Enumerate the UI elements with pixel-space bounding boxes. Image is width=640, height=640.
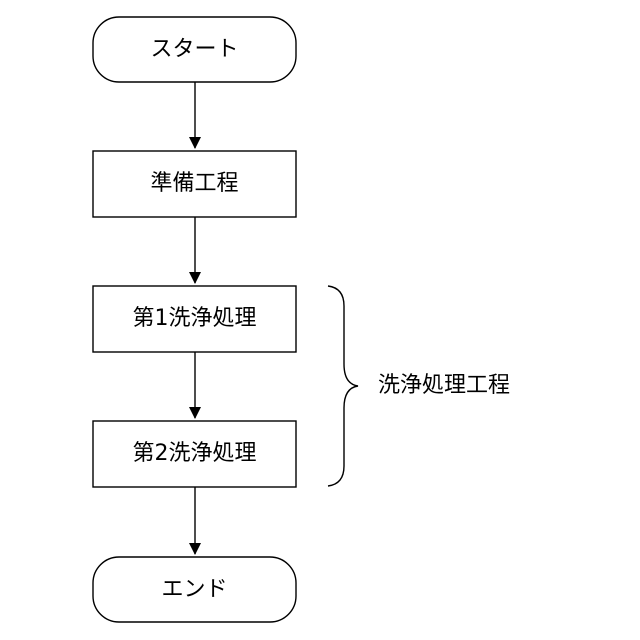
wash2-node-label: 第2洗浄処理 xyxy=(133,441,257,466)
wash1-node-label: 第1洗浄処理 xyxy=(133,306,257,331)
end-node-label: エンド xyxy=(161,577,227,602)
group-brace xyxy=(328,286,358,486)
wash1-node: 第1洗浄処理 xyxy=(93,286,296,352)
end-node: エンド xyxy=(93,557,296,622)
start-node-label: スタート xyxy=(150,37,238,62)
prep-node-label: 準備工程 xyxy=(150,171,238,196)
group-label: 洗浄処理工程 xyxy=(378,373,510,398)
wash2-node: 第2洗浄処理 xyxy=(93,421,296,487)
start-node: スタート xyxy=(93,17,296,82)
prep-node: 準備工程 xyxy=(93,151,296,217)
